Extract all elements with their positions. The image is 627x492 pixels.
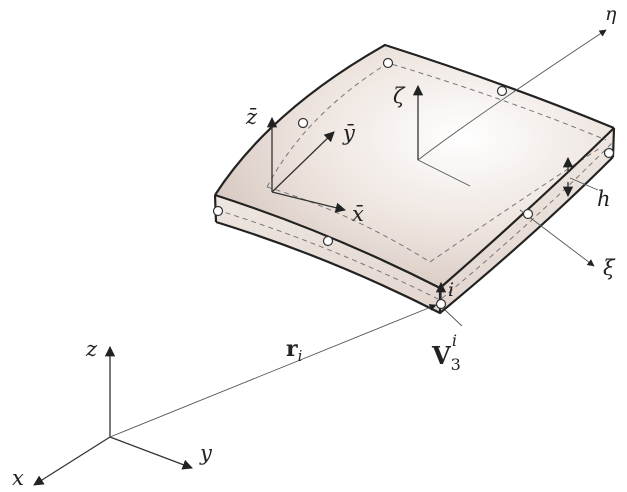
label-xi: ξ: [603, 256, 616, 280]
label-h: h: [597, 187, 611, 211]
natural-axes: ζ ξ η: [393, 3, 617, 280]
label-r: ri: [286, 336, 303, 365]
shell-front-face: [215, 195, 440, 313]
shell-element: [213, 43, 616, 315]
label-x-bar: x̄: [352, 202, 364, 226]
label-y-bar: ȳ: [342, 121, 356, 145]
global-axes: z y x: [12, 337, 213, 490]
label-global-y: y: [199, 441, 213, 465]
element-nodes: [212, 57, 615, 310]
director-vector: V3i: [431, 309, 463, 374]
thickness-dimension: h: [562, 156, 611, 211]
position-vector: ri: [109, 304, 437, 438]
label-v3: V3i: [431, 331, 461, 374]
label-node-i: i: [448, 279, 454, 301]
shell-right-face: [440, 128, 614, 313]
label-global-z: z: [85, 337, 98, 361]
label-eta: η: [605, 3, 617, 25]
top-inner-dashed-front: [266, 147, 601, 263]
label-global-x: x: [12, 466, 24, 490]
shell-top-surface: [215, 45, 614, 288]
label-zeta: ζ: [393, 84, 406, 108]
local-axes: z̄ ȳ x̄: [245, 105, 364, 226]
label-z-bar: z̄: [245, 105, 258, 129]
